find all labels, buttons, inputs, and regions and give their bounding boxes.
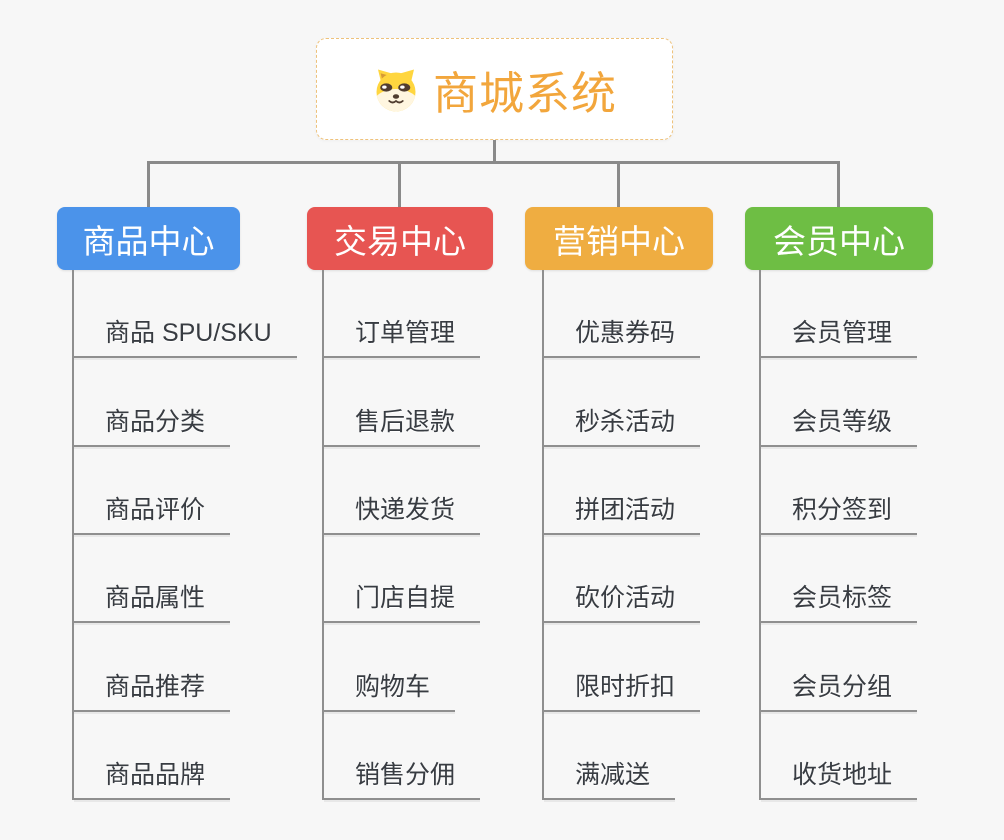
leaf-node[interactable]: 商品品牌: [74, 712, 314, 800]
shiba-dog-icon: [376, 69, 416, 112]
leaf-label[interactable]: 会员管理: [761, 313, 918, 359]
leaf-node[interactable]: 售后退款: [324, 358, 564, 447]
leaf-label[interactable]: 门店自提: [324, 578, 481, 624]
leaf-node[interactable]: 门店自提: [324, 535, 564, 624]
leaf-label[interactable]: 会员等级: [761, 402, 918, 447]
leaf-label[interactable]: 限时折扣: [544, 667, 701, 712]
branch-node-product-center[interactable]: 商品中心: [57, 207, 240, 270]
leaf-node[interactable]: 商品属性: [74, 535, 314, 624]
leaf-label[interactable]: 商品属性: [74, 578, 231, 624]
leaf-column-member-center: 会员管理 会员等级 积分签到 会员标签 会员分组 收货地址: [759, 270, 1001, 800]
leaf-label[interactable]: 收货地址: [761, 755, 918, 800]
leaf-label[interactable]: 积分签到: [761, 490, 918, 535]
leaf-node[interactable]: 商品 SPU/SKU: [74, 270, 314, 359]
branch-label: 交易中心: [334, 222, 466, 260]
leaf-column-product-center: 商品 SPU/SKU 商品分类 商品评价 商品属性 商品推荐 商品品牌: [72, 270, 314, 800]
leaf-node[interactable]: 砍价活动: [544, 535, 784, 624]
root-node-mall-system[interactable]: 商城系统: [316, 38, 673, 140]
leaf-label[interactable]: 商品 SPU/SKU: [74, 313, 297, 359]
leaf-label[interactable]: 秒杀活动: [544, 402, 701, 447]
leaf-node[interactable]: 会员分组: [761, 623, 1001, 712]
branch-node-trade-center[interactable]: 交易中心: [307, 207, 493, 270]
connector-drop-members: [837, 161, 840, 207]
leaf-label[interactable]: 购物车: [324, 667, 456, 712]
connector-drop-marketing: [617, 161, 620, 207]
branch-label: 商品中心: [82, 222, 215, 260]
leaf-node[interactable]: 优惠券码: [544, 270, 784, 359]
leaf-label[interactable]: 会员分组: [761, 667, 918, 712]
leaf-node[interactable]: 秒杀活动: [544, 358, 784, 447]
leaf-label[interactable]: 销售分佣: [324, 755, 481, 800]
leaf-node[interactable]: 购物车: [324, 623, 564, 712]
leaf-label[interactable]: 订单管理: [324, 313, 481, 359]
leaf-label[interactable]: 满减送: [544, 755, 676, 800]
leaf-label[interactable]: 优惠券码: [544, 313, 701, 359]
branch-label: 营销中心: [553, 222, 685, 260]
leaf-node[interactable]: 拼团活动: [544, 447, 784, 535]
leaf-node[interactable]: 订单管理: [324, 270, 564, 359]
leaf-node[interactable]: 商品评价: [74, 447, 314, 535]
connector-drop-trade: [398, 161, 401, 207]
leaf-node[interactable]: 满减送: [544, 712, 784, 800]
leaf-node[interactable]: 收货地址: [761, 712, 1001, 800]
leaf-column-marketing-center: 优惠券码 秒杀活动 拼团活动 砍价活动 限时折扣 满减送: [542, 270, 784, 800]
leaf-label[interactable]: 商品分类: [74, 402, 231, 447]
leaf-label[interactable]: 快递发货: [324, 490, 481, 535]
leaf-label[interactable]: 商品品牌: [74, 755, 231, 800]
leaf-label[interactable]: 会员标签: [761, 578, 918, 624]
root-node-title: 商城系统: [432, 67, 617, 119]
leaf-node[interactable]: 商品分类: [74, 358, 314, 447]
leaf-node[interactable]: 会员标签: [761, 535, 1001, 624]
leaf-label[interactable]: 售后退款: [324, 402, 481, 447]
leaf-node[interactable]: 销售分佣: [324, 712, 564, 800]
leaf-label[interactable]: 商品评价: [74, 490, 231, 535]
leaf-node[interactable]: 会员等级: [761, 358, 1001, 447]
leaf-node[interactable]: 会员管理: [761, 270, 1001, 359]
leaf-label[interactable]: 拼团活动: [544, 490, 701, 535]
connector-root-stub: [493, 140, 496, 164]
leaf-node[interactable]: 快递发货: [324, 447, 564, 535]
branch-label: 会员中心: [773, 222, 905, 260]
leaf-column-trade-center: 订单管理 售后退款 快递发货 门店自提 购物车 销售分佣: [322, 270, 564, 800]
connector-rail: [147, 161, 840, 164]
leaf-node[interactable]: 积分签到: [761, 447, 1001, 535]
leaf-node[interactable]: 限时折扣: [544, 623, 784, 712]
branch-node-member-center[interactable]: 会员中心: [745, 207, 933, 270]
leaf-label[interactable]: 商品推荐: [74, 667, 231, 712]
branch-node-marketing-center[interactable]: 营销中心: [525, 207, 713, 270]
leaf-label[interactable]: 砍价活动: [544, 578, 701, 624]
connector-drop-products: [147, 161, 150, 207]
leaf-node[interactable]: 商品推荐: [74, 623, 314, 712]
